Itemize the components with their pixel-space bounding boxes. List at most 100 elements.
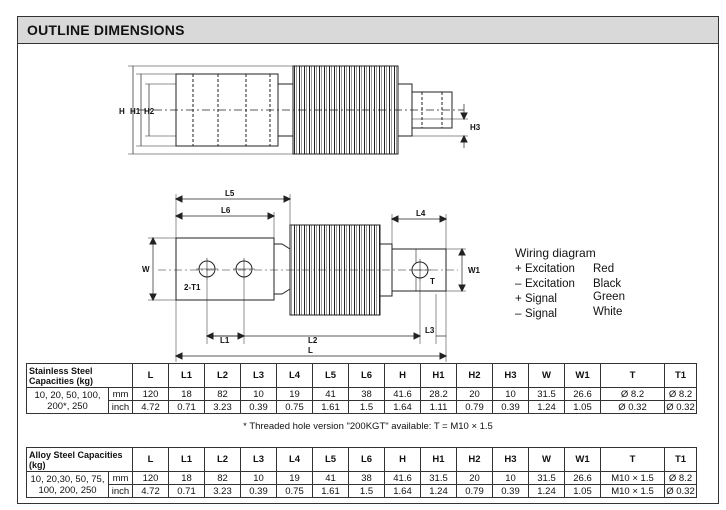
table-cell: 1.64 <box>384 400 421 414</box>
dim-label-l3: L3 <box>425 326 435 335</box>
capacities-cell: 10, 20,30, 50, 75, 100, 200, 250 <box>26 471 109 498</box>
wire-color: Red <box>593 263 615 275</box>
table-cell: 4.72 <box>132 400 169 414</box>
table-cell: 31.5 <box>528 471 565 485</box>
table-cell: 10 <box>492 471 529 485</box>
table-cell: 19 <box>276 387 313 401</box>
column-header: H3 <box>492 363 529 388</box>
table-cell: Ø 8.2 <box>664 387 697 401</box>
table-row: inch 4.72 0.71 3.23 0.39 0.75 1.61 1.5 1… <box>27 484 697 498</box>
column-header: W <box>528 447 565 472</box>
column-header: T1 <box>664 447 697 472</box>
table-cell: 41.6 <box>384 387 421 401</box>
column-header: L5 <box>312 363 349 388</box>
table-cell: 1.5 <box>348 484 385 498</box>
top-view <box>128 65 468 155</box>
table-row: 10, 20, 50, 100, 200*, 250 mm 120 18 82 … <box>26 387 697 414</box>
wire-sign: – <box>515 308 522 320</box>
table-cell: 0.79 <box>456 484 493 498</box>
dim-label-h3: H3 <box>470 123 481 132</box>
wire-name: Excitation <box>525 278 575 290</box>
table-cell: Ø 0.32 <box>600 400 665 414</box>
table-cell: M10 × 1.5 <box>600 471 665 485</box>
table-cell: 38 <box>348 471 385 485</box>
dim-label-t: T <box>430 277 435 286</box>
dim-label-l5: L5 <box>225 189 235 198</box>
table-cell: 0.75 <box>276 400 313 414</box>
table-cell: 1.24 <box>528 400 565 414</box>
column-header: L2 <box>204 363 241 388</box>
table-cell: M10 × 1.5 <box>600 484 665 498</box>
dim-label-l4: L4 <box>416 209 426 218</box>
table-cell: 1.11 <box>420 400 457 414</box>
table-cell: 1.24 <box>528 484 565 498</box>
table-cell: 0.71 <box>168 400 205 414</box>
wire-name: Signal <box>525 293 557 305</box>
dim-label-w: W <box>142 265 150 274</box>
wire-name: Signal <box>525 308 557 320</box>
table-cell: 1.05 <box>564 400 601 414</box>
table-cell: 4.72 <box>132 484 169 498</box>
table-row: 10, 20,30, 50, 75, 100, 200, 250 mm 120 … <box>26 471 697 498</box>
table-cell: 0.39 <box>240 400 277 414</box>
table-cell: 82 <box>204 471 241 485</box>
column-header: H <box>384 447 421 472</box>
wire-sign: + <box>515 263 522 275</box>
dim-label-l1: L1 <box>220 336 230 345</box>
wire-sign: – <box>515 278 522 290</box>
table-caption: Stainless Steel Capacities (kg) <box>26 363 133 388</box>
unit-cell: inch <box>108 484 133 498</box>
panel-header: OUTLINE DIMENSIONS <box>18 17 718 44</box>
column-header: L6 <box>348 363 385 388</box>
table-cell: 26.6 <box>564 387 601 401</box>
column-header: L1 <box>168 363 205 388</box>
table-cell: 120 <box>132 471 169 485</box>
table-cell: 82 <box>204 387 241 401</box>
table-cell: 0.39 <box>492 400 529 414</box>
outline-dimensions-panel: OUTLINE DIMENSIONS <box>17 16 719 504</box>
technical-drawing: H H1 H2 H3 <box>119 65 481 362</box>
wire-color: Green <box>593 291 625 303</box>
table-cell: 41.6 <box>384 471 421 485</box>
table-cell: 18 <box>168 387 205 401</box>
unit-cell: mm <box>108 387 133 401</box>
wire-color: White <box>593 306 623 318</box>
table-cell: 1.64 <box>384 484 421 498</box>
table-cell: 41 <box>312 387 349 401</box>
table-cell: 10 <box>240 387 277 401</box>
table-cell: 31.5 <box>528 387 565 401</box>
table-cell: 10 <box>492 387 529 401</box>
table-cell: 0.71 <box>168 484 205 498</box>
dim-label-w1: W1 <box>468 266 481 275</box>
table-row: inch 4.72 0.71 3.23 0.39 0.75 1.61 1.5 1… <box>27 400 697 414</box>
column-header: L2 <box>204 447 241 472</box>
column-header: H2 <box>456 363 493 388</box>
table-cell: 0.79 <box>456 400 493 414</box>
column-header: L1 <box>168 447 205 472</box>
table-cell: 1.61 <box>312 400 349 414</box>
table-cell: 18 <box>168 471 205 485</box>
unit-cell: inch <box>108 400 133 414</box>
column-header: H <box>384 363 421 388</box>
table-cell: 1.24 <box>420 484 457 498</box>
table-cell: Ø 0.32 <box>664 484 697 498</box>
column-header: W1 <box>564 447 601 472</box>
column-header: L5 <box>312 447 349 472</box>
table-cell: 26.6 <box>564 471 601 485</box>
side-view <box>148 194 466 362</box>
wire-name: Excitation <box>525 263 575 275</box>
unit-cell: mm <box>108 471 133 485</box>
table-cell: Ø 8.2 <box>664 471 697 485</box>
column-header: H3 <box>492 447 529 472</box>
table-header-row: Alloy Steel Capacities (kg) L L1 L2 L3 L… <box>26 447 697 472</box>
dim-label-l: L <box>308 346 313 355</box>
column-header: T1 <box>664 363 697 388</box>
table-cell: 1.61 <box>312 484 349 498</box>
dim-label-h1: H1 <box>130 107 141 116</box>
table-cell: 1.05 <box>564 484 601 498</box>
column-header: H1 <box>420 447 457 472</box>
alloy-steel-table: Alloy Steel Capacities (kg) L L1 L2 L3 L… <box>26 447 697 498</box>
table-cell: 20 <box>456 471 493 485</box>
column-header: L4 <box>276 447 313 472</box>
wire-color: Black <box>593 278 622 290</box>
